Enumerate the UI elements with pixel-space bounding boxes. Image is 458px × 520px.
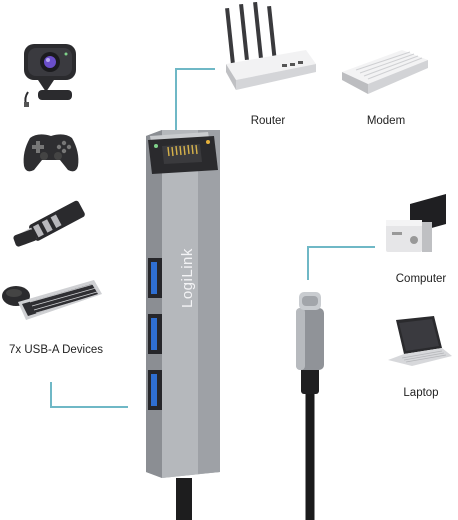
router-icon: [225, 2, 316, 90]
computer-icon: [386, 194, 446, 252]
computer-connector-line-vertical: [307, 246, 309, 280]
computer-label: Computer: [395, 273, 447, 285]
usb-connector-line-vertical: [50, 382, 52, 408]
hub-cable: [176, 478, 192, 520]
webcam-icon: [24, 44, 76, 107]
modem-label: Modem: [366, 115, 406, 127]
router-label: Router: [250, 115, 286, 127]
usb-stick-icon: [13, 200, 85, 247]
usb-c-plug-icon: [296, 292, 324, 520]
usb-connector-line-horizontal: [50, 406, 128, 408]
modem-icon: [342, 50, 428, 94]
laptop-icon: [388, 316, 452, 366]
usb-hub-body: [146, 130, 220, 478]
keyboard-mouse-icon: [2, 280, 102, 320]
ethernet-port-icon: [148, 136, 218, 174]
laptop-label: Laptop: [403, 387, 439, 399]
computer-connector-line-horizontal: [307, 246, 375, 248]
router-connector-line-vertical: [175, 68, 177, 138]
hub-brand-logo: LogiLink: [179, 248, 196, 308]
usb-devices-label: 7x USB-A Devices: [9, 344, 103, 356]
gamepad-icon: [23, 134, 79, 172]
router-connector-line-horizontal: [175, 68, 215, 70]
